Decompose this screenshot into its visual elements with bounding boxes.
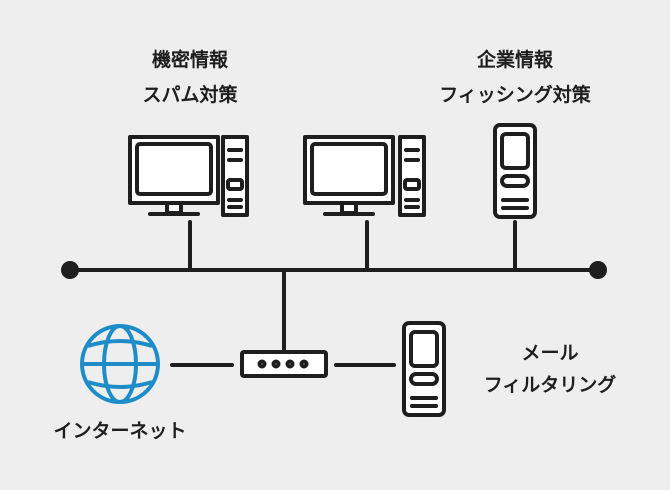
globe-icon [80, 324, 160, 404]
label-mail-line1: メール [521, 342, 579, 364]
label-pc2: 企業情報 フィッシング対策 [405, 45, 625, 110]
label-pc1: 機密情報 スパム対策 [95, 45, 285, 110]
label-pc1-line1: 機密情報 [151, 49, 228, 71]
desktop-pc-icon [128, 135, 249, 217]
mobile-device-icon [402, 321, 446, 417]
label-pc2-line2: フィッシング対策 [439, 84, 591, 106]
label-mail: メール フィルタリング [460, 338, 640, 400]
router-icon [240, 350, 328, 378]
bus-endpoint-right [589, 261, 607, 279]
desktop-pc-icon [303, 135, 426, 217]
label-mail-line2: フィルタリング [483, 374, 617, 396]
bus-endpoint-left [61, 261, 79, 279]
label-internet: インターネット [53, 420, 187, 442]
label-pc1-line2: スパム対策 [142, 84, 238, 106]
label-pc2-line1: 企業情報 [476, 49, 553, 71]
mobile-device-icon [493, 123, 537, 219]
